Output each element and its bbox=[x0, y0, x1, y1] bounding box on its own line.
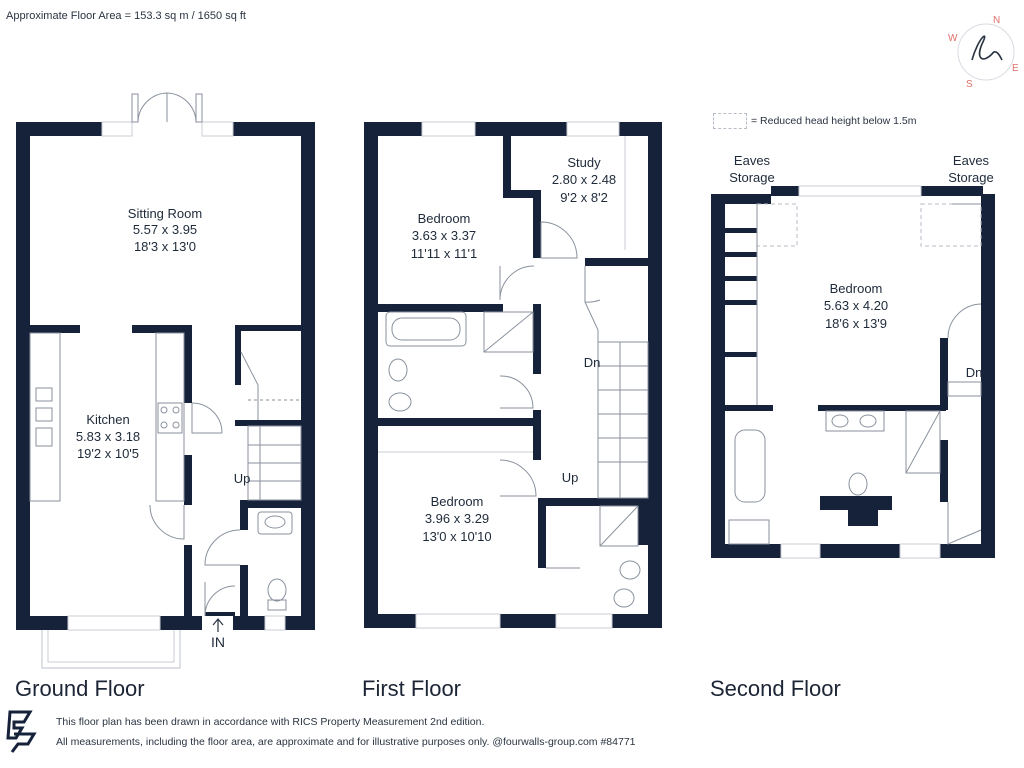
study-name: Study bbox=[567, 155, 601, 170]
ground-up-label: Up bbox=[234, 471, 251, 486]
eaves-left-line1: Eaves bbox=[734, 153, 771, 168]
compass-e: E bbox=[1012, 63, 1019, 74]
first-bedroom1-imperial: 11'11 x 11'1 bbox=[411, 246, 477, 261]
eaves-right-line2: Storage bbox=[948, 170, 994, 185]
entrance-arrow-icon bbox=[212, 618, 224, 632]
compass: N E S W bbox=[948, 15, 1019, 90]
legend: = Reduced head height below 1.5m bbox=[713, 113, 917, 129]
entrance-label: IN bbox=[211, 634, 225, 650]
footer-line2: All measurements, including the floor ar… bbox=[56, 736, 636, 748]
ground-floor-plan bbox=[16, 92, 315, 669]
compass-n: N bbox=[993, 15, 1000, 26]
first-dn-label: Dn bbox=[584, 355, 601, 370]
sitting-room-metric: 5.57 x 3.95 bbox=[133, 222, 197, 237]
eaves-right-line1: Eaves bbox=[953, 153, 990, 168]
reduced-head-height-swatch bbox=[713, 113, 747, 129]
floor-area-text: Approximate Floor Area = 153.3 sq m / 16… bbox=[6, 10, 246, 22]
kitchen-imperial: 19'2 x 10'5 bbox=[77, 446, 139, 461]
first-up-label: Up bbox=[562, 470, 579, 485]
second-floor-title: Second Floor bbox=[710, 676, 841, 701]
fourwalls-logo-icon bbox=[6, 710, 37, 753]
kitchen-name: Kitchen bbox=[86, 412, 129, 427]
first-bedroom1-metric: 3.63 x 3.37 bbox=[412, 228, 476, 243]
study-metric: 2.80 x 2.48 bbox=[552, 172, 616, 187]
study-imperial: 9'2 x 8'2 bbox=[560, 190, 608, 205]
kitchen-metric: 5.83 x 3.18 bbox=[76, 429, 140, 444]
first-floor-title: First Floor bbox=[362, 676, 461, 701]
second-bedroom-metric: 5.63 x 4.20 bbox=[824, 298, 888, 313]
second-bedroom-imperial: 18'6 x 13'9 bbox=[825, 316, 887, 331]
first-bedroom2-imperial: 13'0 x 10'10 bbox=[422, 529, 491, 544]
second-bedroom-name: Bedroom bbox=[830, 281, 883, 296]
first-bedroom1-name: Bedroom bbox=[418, 211, 471, 226]
second-dn-label: Dn bbox=[966, 365, 983, 380]
compass-w: W bbox=[948, 33, 958, 44]
footer-line1: This floor plan has been drawn in accord… bbox=[56, 716, 485, 728]
sitting-room-imperial: 18'3 x 13'0 bbox=[134, 239, 196, 254]
ground-floor-title: Ground Floor bbox=[15, 676, 145, 701]
first-bedroom2-metric: 3.96 x 3.29 bbox=[425, 511, 489, 526]
second-floor-plan bbox=[711, 185, 995, 559]
first-floor-plan bbox=[364, 121, 662, 629]
compass-s: S bbox=[966, 79, 973, 90]
sitting-room-name: Sitting Room bbox=[128, 206, 202, 221]
brand-script-icon bbox=[971, 35, 1003, 61]
eaves-left-line2: Storage bbox=[729, 170, 775, 185]
legend-text: = Reduced head height below 1.5m bbox=[751, 115, 917, 127]
first-bedroom2-name: Bedroom bbox=[431, 494, 484, 509]
